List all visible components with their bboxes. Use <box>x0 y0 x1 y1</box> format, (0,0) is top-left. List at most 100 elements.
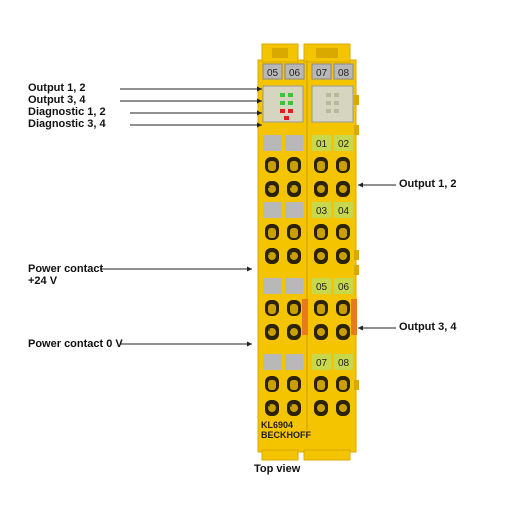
label-right-output-3-4: Output 3, 4 <box>399 321 457 333</box>
led-panel-right <box>311 85 354 123</box>
orange-marker-left <box>302 299 308 335</box>
terminal-release-inner-1-0 <box>268 228 276 238</box>
block-green-plate-1-a <box>312 202 331 218</box>
terminal-release-inner-3-3 <box>339 380 347 390</box>
terminal-release-inner-2-0 <box>268 304 276 314</box>
terminal-entry-inner-1-2 <box>317 252 325 260</box>
leader-diagnostic-1-2-arrowhead <box>257 110 262 116</box>
label-power-contact-24v: Power contact <box>28 263 104 275</box>
leader-power-contact-0v-arrowhead <box>247 341 252 347</box>
terminal-number-3-b: 8 <box>289 403 293 409</box>
led-4 <box>280 109 285 113</box>
terminal-release-inner-1-2 <box>317 228 325 238</box>
terminal-entry-inner-2-2 <box>317 328 325 336</box>
top-number-1: 06 <box>289 68 301 79</box>
terminal-release-inner-0-0 <box>268 161 276 171</box>
side-rib-1 <box>354 125 359 135</box>
terminal-entry-inner-0-3 <box>339 185 347 193</box>
terminal-entry-inner-0-1 <box>290 185 298 193</box>
top-clip-slot-left <box>272 48 288 58</box>
top-number-plate-3 <box>333 63 354 80</box>
terminal-entry-inner-1-3 <box>339 252 347 260</box>
block-grey-plate-3-a <box>263 354 281 370</box>
led-5 <box>288 109 293 113</box>
terminal-release-inner-1-1 <box>290 228 298 238</box>
label-right-output-1-2: Output 1, 2 <box>399 178 457 190</box>
block-grey-plate-0-b <box>285 135 303 151</box>
terminal-entry-inner-3-2 <box>317 404 325 412</box>
top-number-2: 07 <box>316 68 328 79</box>
block-grey-plate-0-a <box>263 135 281 151</box>
caption-top-view: Top view <box>254 463 301 475</box>
leader-output-1-2-arrowhead <box>257 86 262 92</box>
bottom-clip-left <box>261 449 299 461</box>
terminal-number-1-a: 2 <box>267 251 271 257</box>
block-green-plate-2-b <box>334 278 353 294</box>
block-grey-plate-2-a <box>263 278 281 294</box>
top-number-3: 08 <box>338 68 350 79</box>
terminal-release-inner-0-3 <box>339 161 347 171</box>
terminal-number-2-b: 7 <box>289 327 293 333</box>
led-off-2 <box>326 101 331 105</box>
top-clip-slot-right <box>316 48 338 58</box>
block-number-3-a: 07 <box>316 358 328 369</box>
block-number-0-b: 02 <box>338 139 350 150</box>
led-6 <box>284 116 289 120</box>
block-green-plate-0-a <box>312 135 331 151</box>
block-green-plate-2-a <box>312 278 331 294</box>
leader-output-3-4-arrowhead <box>257 98 262 104</box>
block-number-1-a: 03 <box>316 206 328 217</box>
led-off-0 <box>326 93 331 97</box>
top-number-0: 05 <box>267 68 279 79</box>
terminal-number-2-a: 3 <box>267 327 271 333</box>
block-grey-plate-2-b <box>285 278 303 294</box>
label-power-contact-24v-value: +24 V <box>28 275 58 287</box>
leader-power-contact-24v-arrowhead <box>247 266 252 272</box>
leader-diagnostic-3-4-arrowhead <box>257 122 262 128</box>
top-number-plate-2 <box>311 63 332 80</box>
terminal-entry-inner-1-1 <box>290 252 298 260</box>
terminal-release-inner-2-3 <box>339 304 347 314</box>
led-1 <box>288 93 293 97</box>
terminal-entry-inner-2-3 <box>339 328 347 336</box>
block-green-plate-3-a <box>312 354 331 370</box>
block-number-2-a: 05 <box>316 282 328 293</box>
terminal-entry-inner-2-0 <box>268 328 276 336</box>
bottom-clip-right <box>303 449 351 461</box>
label-output-1-2: Output 1, 2 <box>28 82 86 94</box>
orange-marker-right <box>351 299 357 335</box>
terminal-release-inner-3-0 <box>268 380 276 390</box>
terminal-release-inner-3-1 <box>290 380 298 390</box>
side-rib-0 <box>354 95 359 105</box>
terminal-release-inner-0-2 <box>317 161 325 171</box>
terminal-number-3-a: 4 <box>267 403 271 409</box>
terminal-number-0-b: 5 <box>289 184 293 190</box>
block-green-plate-0-b <box>334 135 353 151</box>
terminal-entry-inner-3-1 <box>290 404 298 412</box>
block-grey-plate-1-b <box>285 202 303 218</box>
terminal-release-inner-0-1 <box>290 161 298 171</box>
module-brand: BECKHOFF <box>261 430 311 440</box>
terminal-entry-inner-2-1 <box>290 328 298 336</box>
terminal-release-inner-3-2 <box>317 380 325 390</box>
led-2 <box>280 101 285 105</box>
top-number-plate-1 <box>284 63 305 80</box>
side-rib-3 <box>354 265 359 275</box>
led-0 <box>280 93 285 97</box>
block-green-plate-3-b <box>334 354 353 370</box>
module-model: KL6904 <box>261 420 293 430</box>
block-number-1-b: 04 <box>338 206 350 217</box>
leader-right-output-1-2-arrowhead <box>358 182 363 188</box>
led-off-1 <box>334 93 339 97</box>
side-rib-2 <box>354 250 359 260</box>
terminal-number-0-a: 1 <box>267 184 271 190</box>
label-diagnostic-3-4: Diagnostic 3, 4 <box>28 118 106 130</box>
led-off-4 <box>326 109 331 113</box>
led-3 <box>288 101 293 105</box>
terminal-number-1-b: 6 <box>289 251 293 257</box>
top-number-plate-0 <box>262 63 283 80</box>
terminal-release-inner-1-3 <box>339 228 347 238</box>
terminal-entry-inner-3-3 <box>339 404 347 412</box>
